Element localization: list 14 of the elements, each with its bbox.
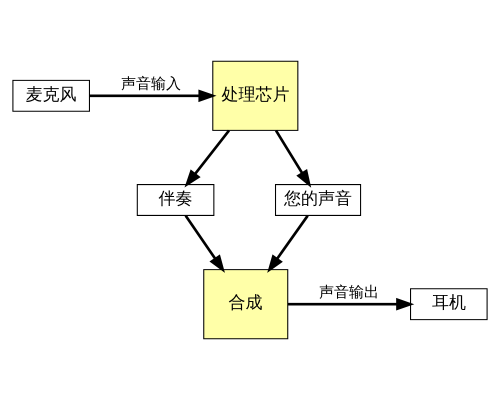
node-box: 合成: [203, 269, 288, 340]
arrow: [267, 214, 309, 273]
edge-label: 声音输入: [121, 74, 182, 93]
node-box: 您的声音: [274, 184, 362, 216]
arrow: [274, 130, 312, 188]
arrow: [184, 214, 225, 273]
node-box: 麦克风: [12, 80, 90, 112]
node-box: 处理芯片: [212, 60, 298, 131]
edge-label: 声音输出: [319, 282, 380, 301]
node-box: 耳机: [410, 288, 488, 320]
arrow: [288, 298, 414, 311]
arrow: [184, 130, 230, 188]
arrow: [90, 89, 217, 102]
node-box: 伴奏: [136, 184, 214, 216]
